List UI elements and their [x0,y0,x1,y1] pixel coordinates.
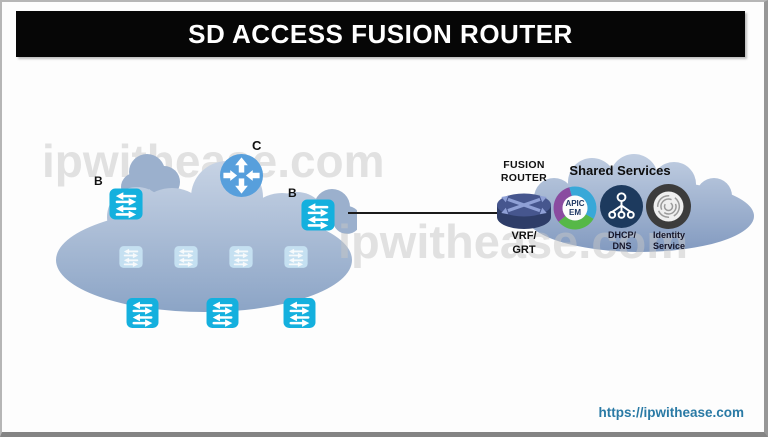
apic-em-label: APIC EM [565,199,585,217]
identity-service-icon [646,184,691,229]
page-title: SD ACCESS FUSION ROUTER [188,18,573,49]
footer-link[interactable]: https://ipwithease.com [598,405,744,420]
intermediate-switch-1-icon [119,245,143,269]
border-switch-right-icon [300,199,336,231]
edge-switch-1-icon [126,297,159,329]
fusion-router-icon [497,193,551,229]
fusion-link-line [348,212,500,214]
fusion-router-label: FUSION ROUTER [500,159,548,184]
control-router-icon [219,153,264,198]
intermediate-switch-2-icon [174,245,198,269]
border-node-right-label: B [288,186,297,200]
border-node-left-label: B [94,174,103,188]
edge-switch-3-icon [283,297,316,329]
vrf-grt-label: VRF/ GRT [511,230,537,256]
identity-service-label: Identity Service [652,230,686,251]
intermediate-switch-4-icon [284,245,308,269]
shared-services-title: Shared Services [569,163,671,178]
title-bar: SD ACCESS FUSION ROUTER [16,11,745,57]
border-switch-left-icon [108,188,144,220]
intermediate-switch-3-icon [229,245,253,269]
control-node-label: C [252,138,262,153]
edge-switch-2-icon [206,297,239,329]
dhcp-dns-icon [599,184,644,229]
apic-em-icon [553,186,597,230]
dhcp-dns-label: DHCP/ DNS [607,230,636,251]
